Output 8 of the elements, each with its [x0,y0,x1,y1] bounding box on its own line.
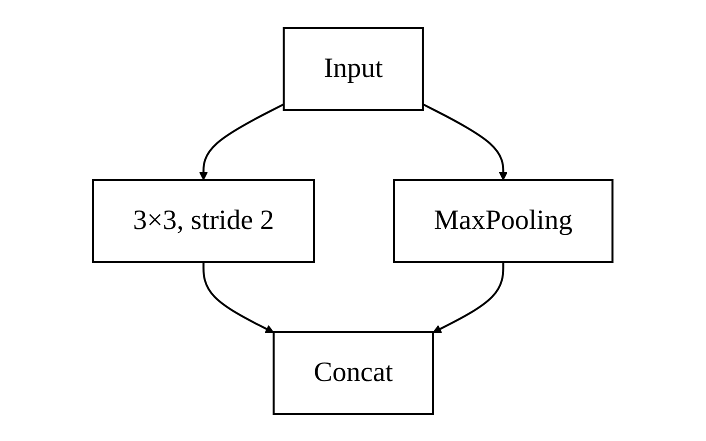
arrow [432,262,504,332]
node-box: Concat [272,330,434,414]
node-box: MaxPooling [393,178,614,262]
arrow [422,102,508,180]
arrow [199,102,285,180]
node-box: Input [283,26,424,110]
node-box: 3×3, stride 2 [92,178,316,262]
arrow [202,262,274,332]
